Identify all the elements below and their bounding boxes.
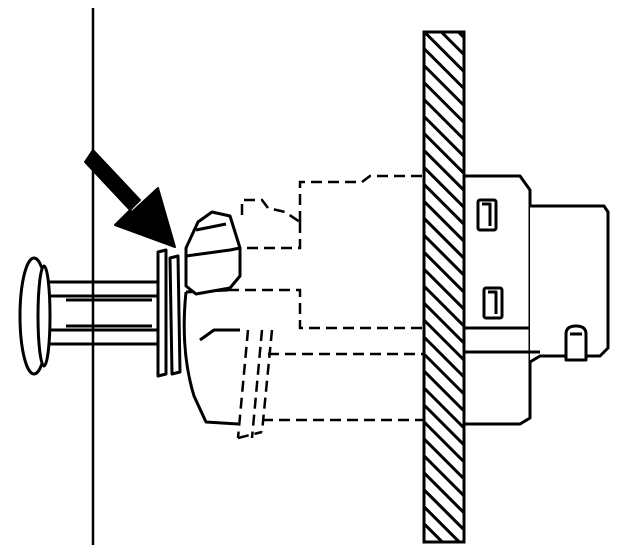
- retaining-clip: [156, 248, 182, 378]
- switch-front-body: [182, 210, 242, 426]
- arrow-icon: [84, 149, 176, 248]
- rear-connector-housing: [462, 174, 610, 426]
- switch-body-hidden-outline: [228, 174, 424, 440]
- bulkhead-wall: [422, 30, 466, 544]
- pushbutton-plunger: [18, 256, 158, 376]
